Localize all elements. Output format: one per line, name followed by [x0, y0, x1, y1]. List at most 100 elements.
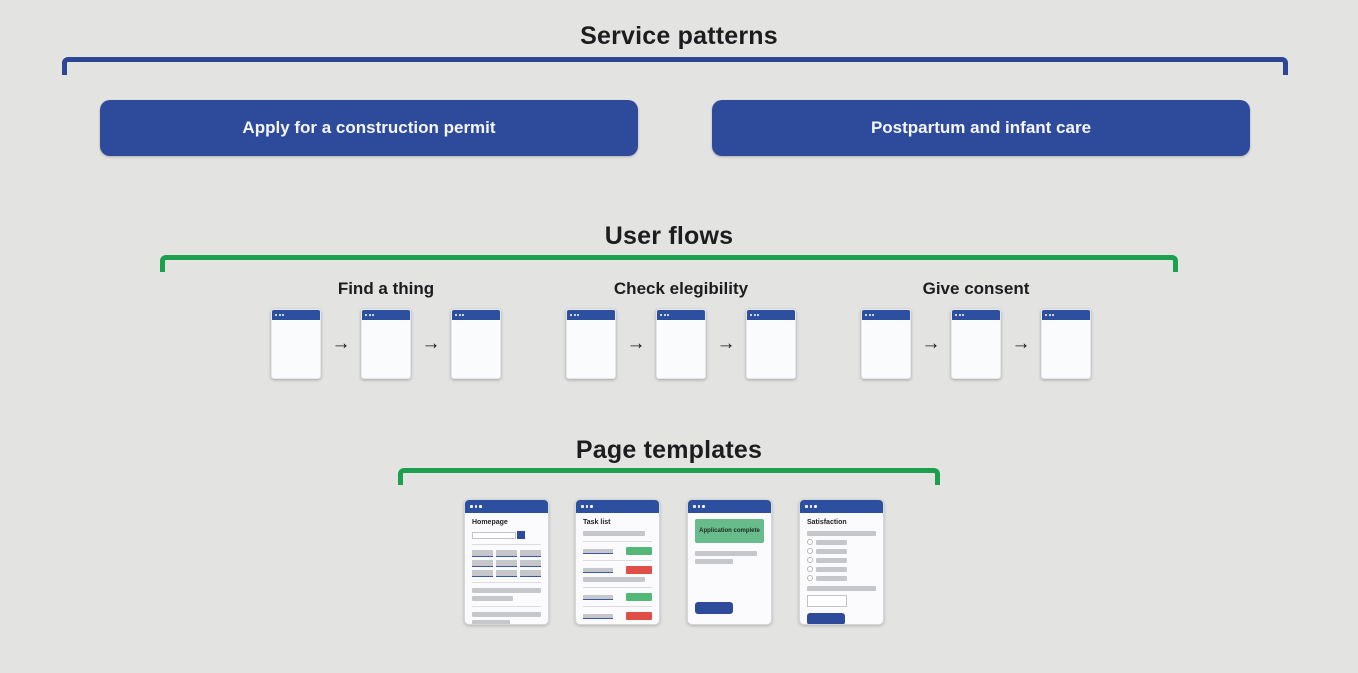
primary-button-skeleton [695, 602, 733, 614]
text-skeleton [472, 588, 541, 593]
window-dots-icon [955, 314, 964, 316]
divider [472, 582, 541, 583]
window-titlebar [747, 310, 795, 320]
search-input-skeleton [472, 531, 516, 539]
window-titlebar [1042, 310, 1090, 320]
task-row [583, 566, 652, 574]
window-titlebar [688, 500, 771, 513]
window-dots-icon [805, 505, 817, 508]
link-skeleton [583, 594, 613, 600]
text-skeleton [816, 548, 848, 554]
text-input-skeleton [807, 595, 847, 607]
window-dots-icon [1045, 314, 1054, 316]
template-title: Homepage [472, 519, 508, 526]
window-titlebar [862, 310, 910, 320]
divider [472, 544, 541, 545]
text-skeleton [472, 596, 514, 601]
page-templates-title: Page templates [575, 436, 763, 464]
radio-icon [807, 557, 813, 563]
window-titlebar [657, 310, 705, 320]
flow-screens: → → [861, 309, 1091, 379]
radio-option-skeleton [807, 539, 876, 545]
window-dots-icon [470, 505, 482, 508]
window-dots-icon [455, 314, 464, 316]
radio-option-skeleton [807, 548, 876, 554]
service-pattern-button-postpartum-care[interactable]: Postpartum and infant care [712, 100, 1250, 156]
divider [472, 606, 541, 607]
user-flows-title: User flows [604, 222, 734, 250]
browser-window-thumbnail [861, 309, 911, 379]
user-flow-give-consent: Give consent → → [861, 279, 1091, 379]
browser-window-thumbnail [951, 309, 1001, 379]
divider [583, 560, 652, 561]
radio-option-skeleton [807, 575, 876, 581]
task-row [583, 593, 652, 601]
template-title: Satisfaction [807, 519, 847, 526]
template-card-homepage: Homepage [464, 499, 549, 625]
divider [583, 606, 652, 607]
task-row [583, 612, 652, 620]
text-skeleton [472, 612, 541, 617]
radio-icon [807, 575, 813, 581]
arrow-right-icon: → [626, 333, 646, 354]
success-banner: Application complete [695, 519, 764, 543]
page-templates-bracket [398, 468, 940, 485]
template-body: Application complete [688, 513, 771, 614]
text-skeleton [816, 539, 848, 545]
status-badge-red [626, 566, 652, 574]
service-patterns-title: Service patterns [580, 22, 778, 50]
link-skeleton [583, 567, 613, 573]
text-skeleton [583, 577, 646, 582]
window-dots-icon [693, 505, 705, 508]
template-body: Task list [576, 513, 659, 620]
primary-button-skeleton [807, 613, 845, 624]
status-badge-green [626, 593, 652, 601]
browser-window-thumbnail [746, 309, 796, 379]
task-row [583, 547, 652, 555]
window-dots-icon [581, 505, 593, 508]
link-skeleton [583, 548, 613, 554]
template-card-application-complete: Application complete [687, 499, 772, 625]
window-dots-icon [750, 314, 759, 316]
text-skeleton [695, 551, 758, 556]
flow-screens: → → [566, 309, 796, 379]
window-titlebar [272, 310, 320, 320]
window-titlebar [362, 310, 410, 320]
link-skeleton [583, 613, 613, 619]
flow-label: Give consent [922, 279, 1030, 298]
browser-window-thumbnail [451, 309, 501, 379]
text-skeleton [816, 566, 848, 572]
divider [583, 541, 652, 542]
arrow-right-icon: → [716, 333, 736, 354]
browser-window-thumbnail [656, 309, 706, 379]
status-badge-green [626, 547, 652, 555]
window-dots-icon [865, 314, 874, 316]
window-dots-icon [365, 314, 374, 316]
arrow-right-icon: → [421, 333, 441, 354]
text-skeleton [695, 559, 733, 564]
template-card-satisfaction: Satisfaction [799, 499, 884, 625]
arrow-right-icon: → [331, 333, 351, 354]
window-titlebar [465, 500, 548, 513]
service-pattern-button-construction-permit[interactable]: Apply for a construction permit [100, 100, 638, 156]
window-dots-icon [570, 314, 579, 316]
window-titlebar [576, 500, 659, 513]
window-titlebar [800, 500, 883, 513]
template-card-task-list: Task list [575, 499, 660, 625]
text-skeleton [583, 531, 646, 536]
arrow-right-icon: → [1011, 333, 1031, 354]
window-titlebar [567, 310, 615, 320]
radio-icon [807, 566, 813, 572]
window-titlebar [452, 310, 500, 320]
browser-window-thumbnail [271, 309, 321, 379]
status-badge-red [626, 612, 652, 620]
radio-option-skeleton [807, 557, 876, 563]
link-grid-skeleton [472, 550, 541, 577]
template-title: Task list [583, 519, 611, 526]
text-skeleton [807, 531, 876, 536]
divider [583, 587, 652, 588]
radio-icon [807, 548, 813, 554]
service-patterns-bracket [62, 57, 1288, 75]
radio-option-skeleton [807, 566, 876, 572]
arrow-right-icon: → [921, 333, 941, 354]
